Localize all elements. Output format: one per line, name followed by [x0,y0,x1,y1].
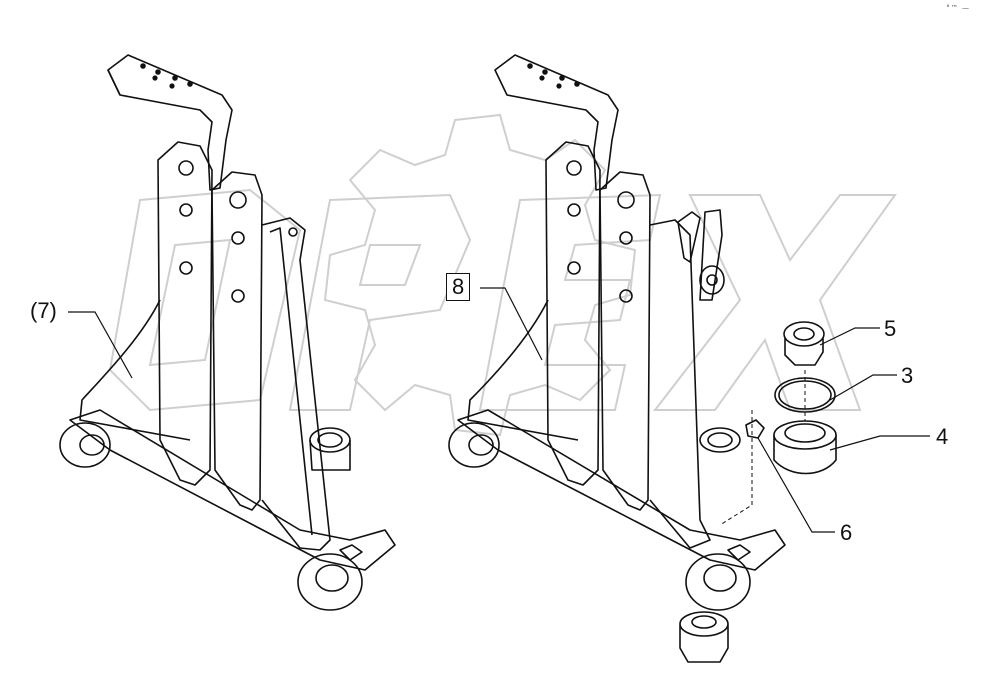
left-bracket-assembly [59,54,396,611]
part-4-bearing [773,420,837,475]
left-eye-right [297,553,363,611]
watermark-letter-x [652,194,897,411]
right-side-rail [649,219,711,549]
right-eye-left [448,422,500,468]
right-front-plate [599,171,651,511]
callout-4: 4 [936,424,949,449]
callout-7: (7) [30,298,57,323]
watermark-letter-p [288,193,472,411]
watermark-letter-e [478,193,662,411]
right-rear-plate [545,141,601,486]
leader-7 [68,311,133,379]
left-gusset [79,299,191,441]
part-3-snap-ring [774,377,836,413]
right-base-beam [457,409,786,571]
leader-5 [819,327,880,346]
right-bushing-ring [699,427,741,453]
right-bracket-assembly [448,54,806,611]
leader-6 [757,437,835,533]
corner-mark: °™ — [946,4,970,12]
part-5-bushing [783,321,825,366]
watermark-gear [323,113,637,437]
left-front-plate [211,171,263,511]
left-base-beam [69,409,396,571]
loose-parts [679,321,837,663]
leader-4 [829,435,930,451]
callout-8: 8 [446,273,471,301]
callout-5: 5 [884,316,897,341]
callout-3: 3 [901,363,914,388]
right-eye-right [685,553,751,611]
leader-lines [68,287,930,533]
watermark [108,113,897,437]
left-eye-left [59,422,111,468]
bottom-bushing [679,611,729,663]
callout-6: 6 [840,520,853,545]
leader-3 [829,374,897,401]
left-side-rail [261,217,331,551]
leader-8 [480,287,543,361]
left-bushing-ring [309,427,351,453]
right-gusset [467,299,579,441]
grease-nipple [745,419,765,439]
right-latch-pin [677,211,701,263]
left-hook-plate [107,54,233,191]
left-rear-plate [157,141,213,486]
